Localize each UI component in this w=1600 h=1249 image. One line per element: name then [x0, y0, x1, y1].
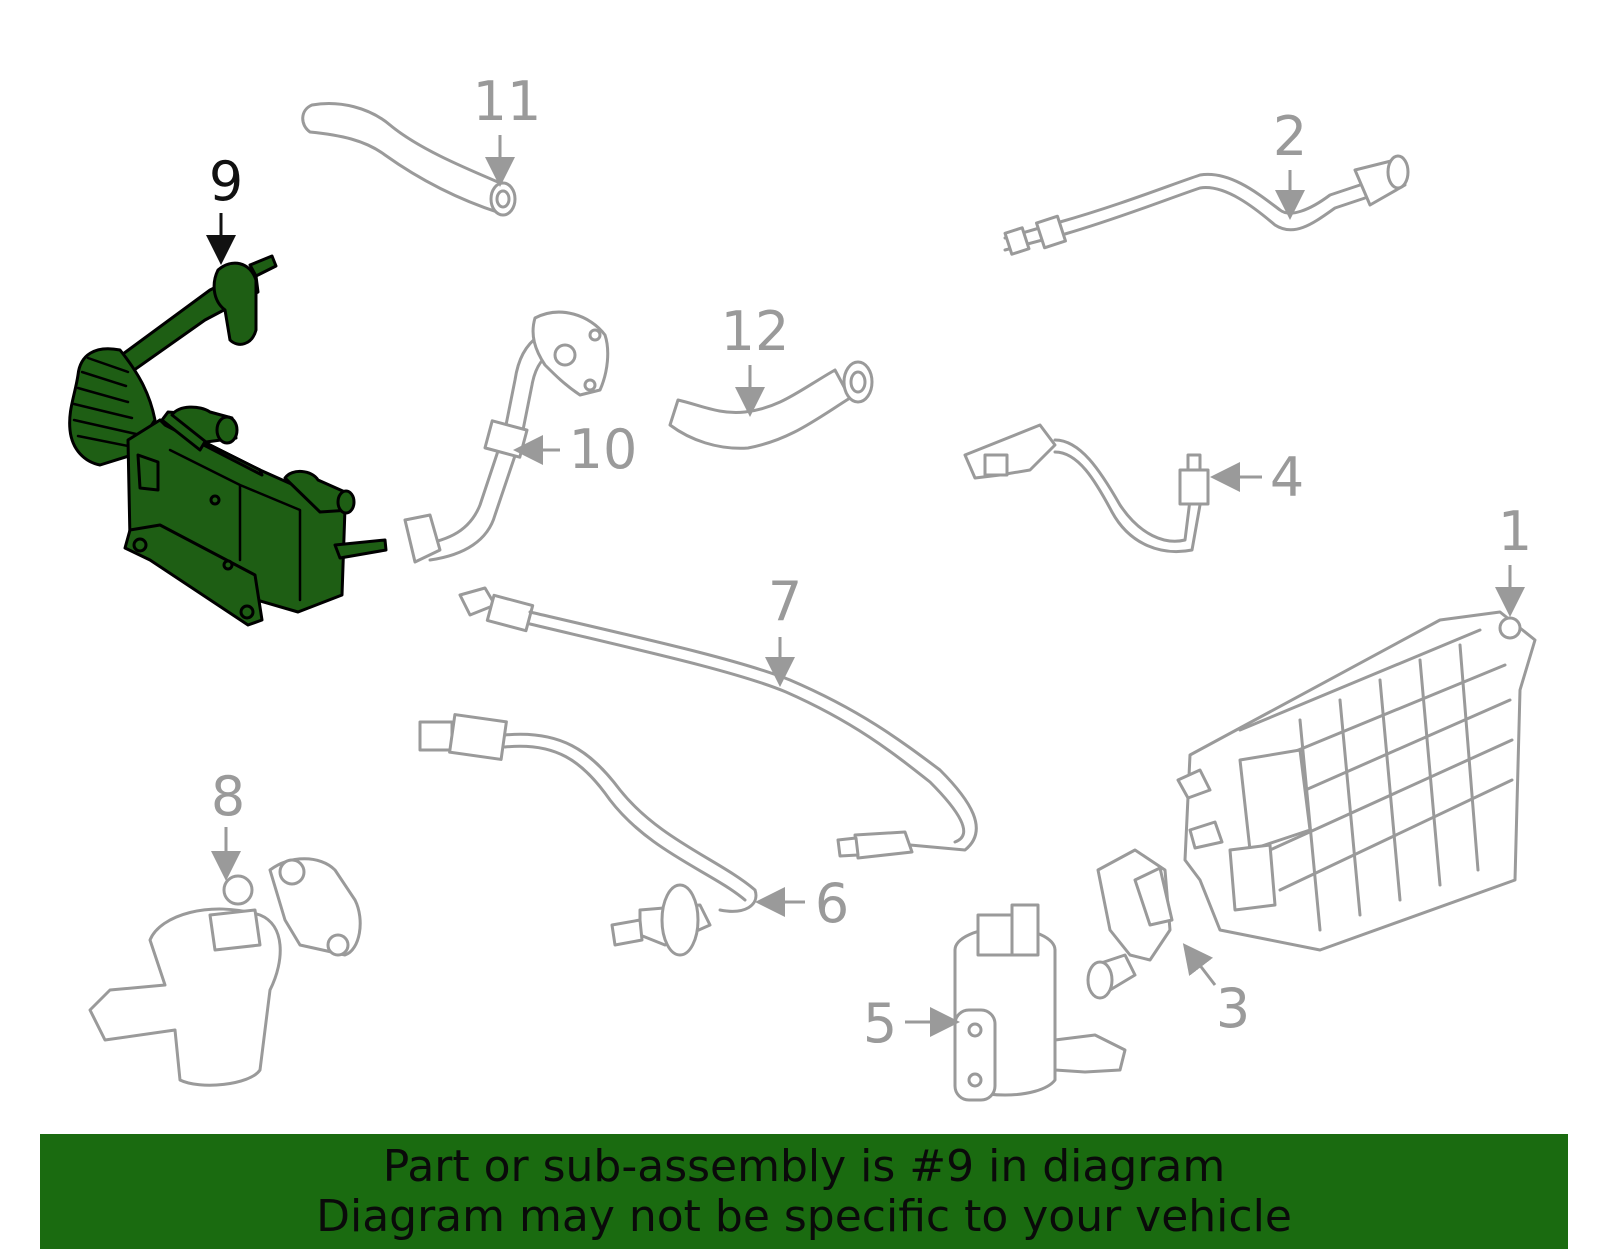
banner-line-disclaimer: Diagram may not be specific to your vehi… — [316, 1190, 1292, 1242]
part-4-sensor[interactable] — [963, 423, 1210, 554]
callout-11: 11 — [473, 70, 542, 133]
part-11-hose[interactable] — [301, 102, 517, 217]
callout-9: 9 — [209, 150, 243, 213]
callout-6: 6 — [815, 872, 849, 935]
callout-4: 4 — [1270, 446, 1304, 509]
part-8-egr-valve[interactable] — [88, 857, 362, 1087]
callout-10: 10 — [569, 418, 638, 481]
part-9-egr-cooler[interactable] — [68, 254, 388, 627]
part-5-filter[interactable] — [953, 903, 1127, 1102]
part-10-egr-tube[interactable] — [403, 310, 610, 564]
part-7-o2-sensor[interactable] — [458, 586, 978, 860]
part-6-o2-sensor[interactable] — [418, 713, 758, 957]
callout-7: 7 — [768, 570, 802, 633]
callout-1: 1 — [1498, 500, 1532, 563]
part-3-purge-valve[interactable] — [1086, 848, 1174, 1000]
callout-8: 8 — [211, 765, 245, 828]
callout-arrow-3 — [1182, 943, 1217, 986]
callout-2: 2 — [1273, 105, 1307, 168]
callout-5: 5 — [863, 992, 897, 1055]
part-1-charcoal-canister[interactable] — [1176, 610, 1537, 952]
callout-12: 12 — [721, 300, 790, 363]
part-2-pipe[interactable] — [1003, 154, 1410, 256]
part-info-banner: Part or sub-assembly is #9 in diagram Di… — [40, 1134, 1568, 1249]
part-12-hose[interactable] — [668, 360, 874, 450]
callout-3: 3 — [1216, 977, 1250, 1040]
banner-line-part-number: Part or sub-assembly is #9 in diagram — [382, 1140, 1226, 1192]
